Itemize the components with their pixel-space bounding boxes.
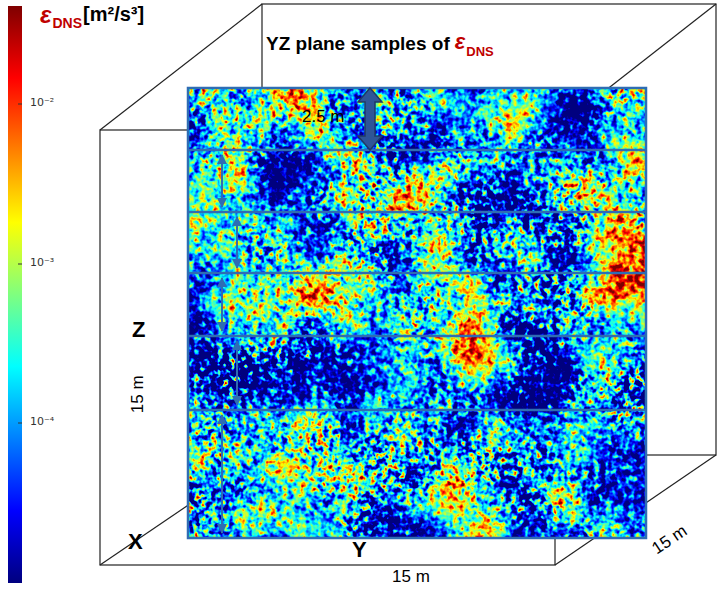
colorbar-tick: 10⁻³	[30, 257, 54, 269]
width-dimension: 15 m	[392, 568, 430, 587]
colorbar-tick: 10⁻²	[30, 97, 54, 109]
dissipation-field	[188, 88, 646, 538]
depth-dimension: 15 m	[649, 522, 691, 559]
spacing-dimension: 2.5 m	[302, 108, 345, 127]
axis-label: Z	[132, 318, 145, 342]
spacing-arrows	[222, 155, 237, 533]
colorbar	[8, 6, 22, 583]
plane-title: YZ plane samples of	[266, 34, 450, 55]
colorbar-ticks	[18, 104, 22, 423]
cube-edges	[100, 4, 716, 565]
title-subscript: DNS	[466, 45, 493, 59]
plane-sample-lines	[188, 88, 646, 538]
height-dimension: 15 m	[129, 375, 148, 413]
axis-label: X	[128, 530, 143, 554]
axis-label: Y	[352, 538, 367, 562]
title-symbol: ε	[455, 30, 466, 54]
colorbar-symbol: ε	[40, 2, 51, 28]
colorbar-tick: 10⁻⁴	[30, 416, 54, 428]
spacing-arrow-large	[358, 88, 382, 150]
colorbar-subscript: DNS	[52, 16, 82, 31]
colorbar-unit: [m²/s³]	[83, 3, 144, 25]
